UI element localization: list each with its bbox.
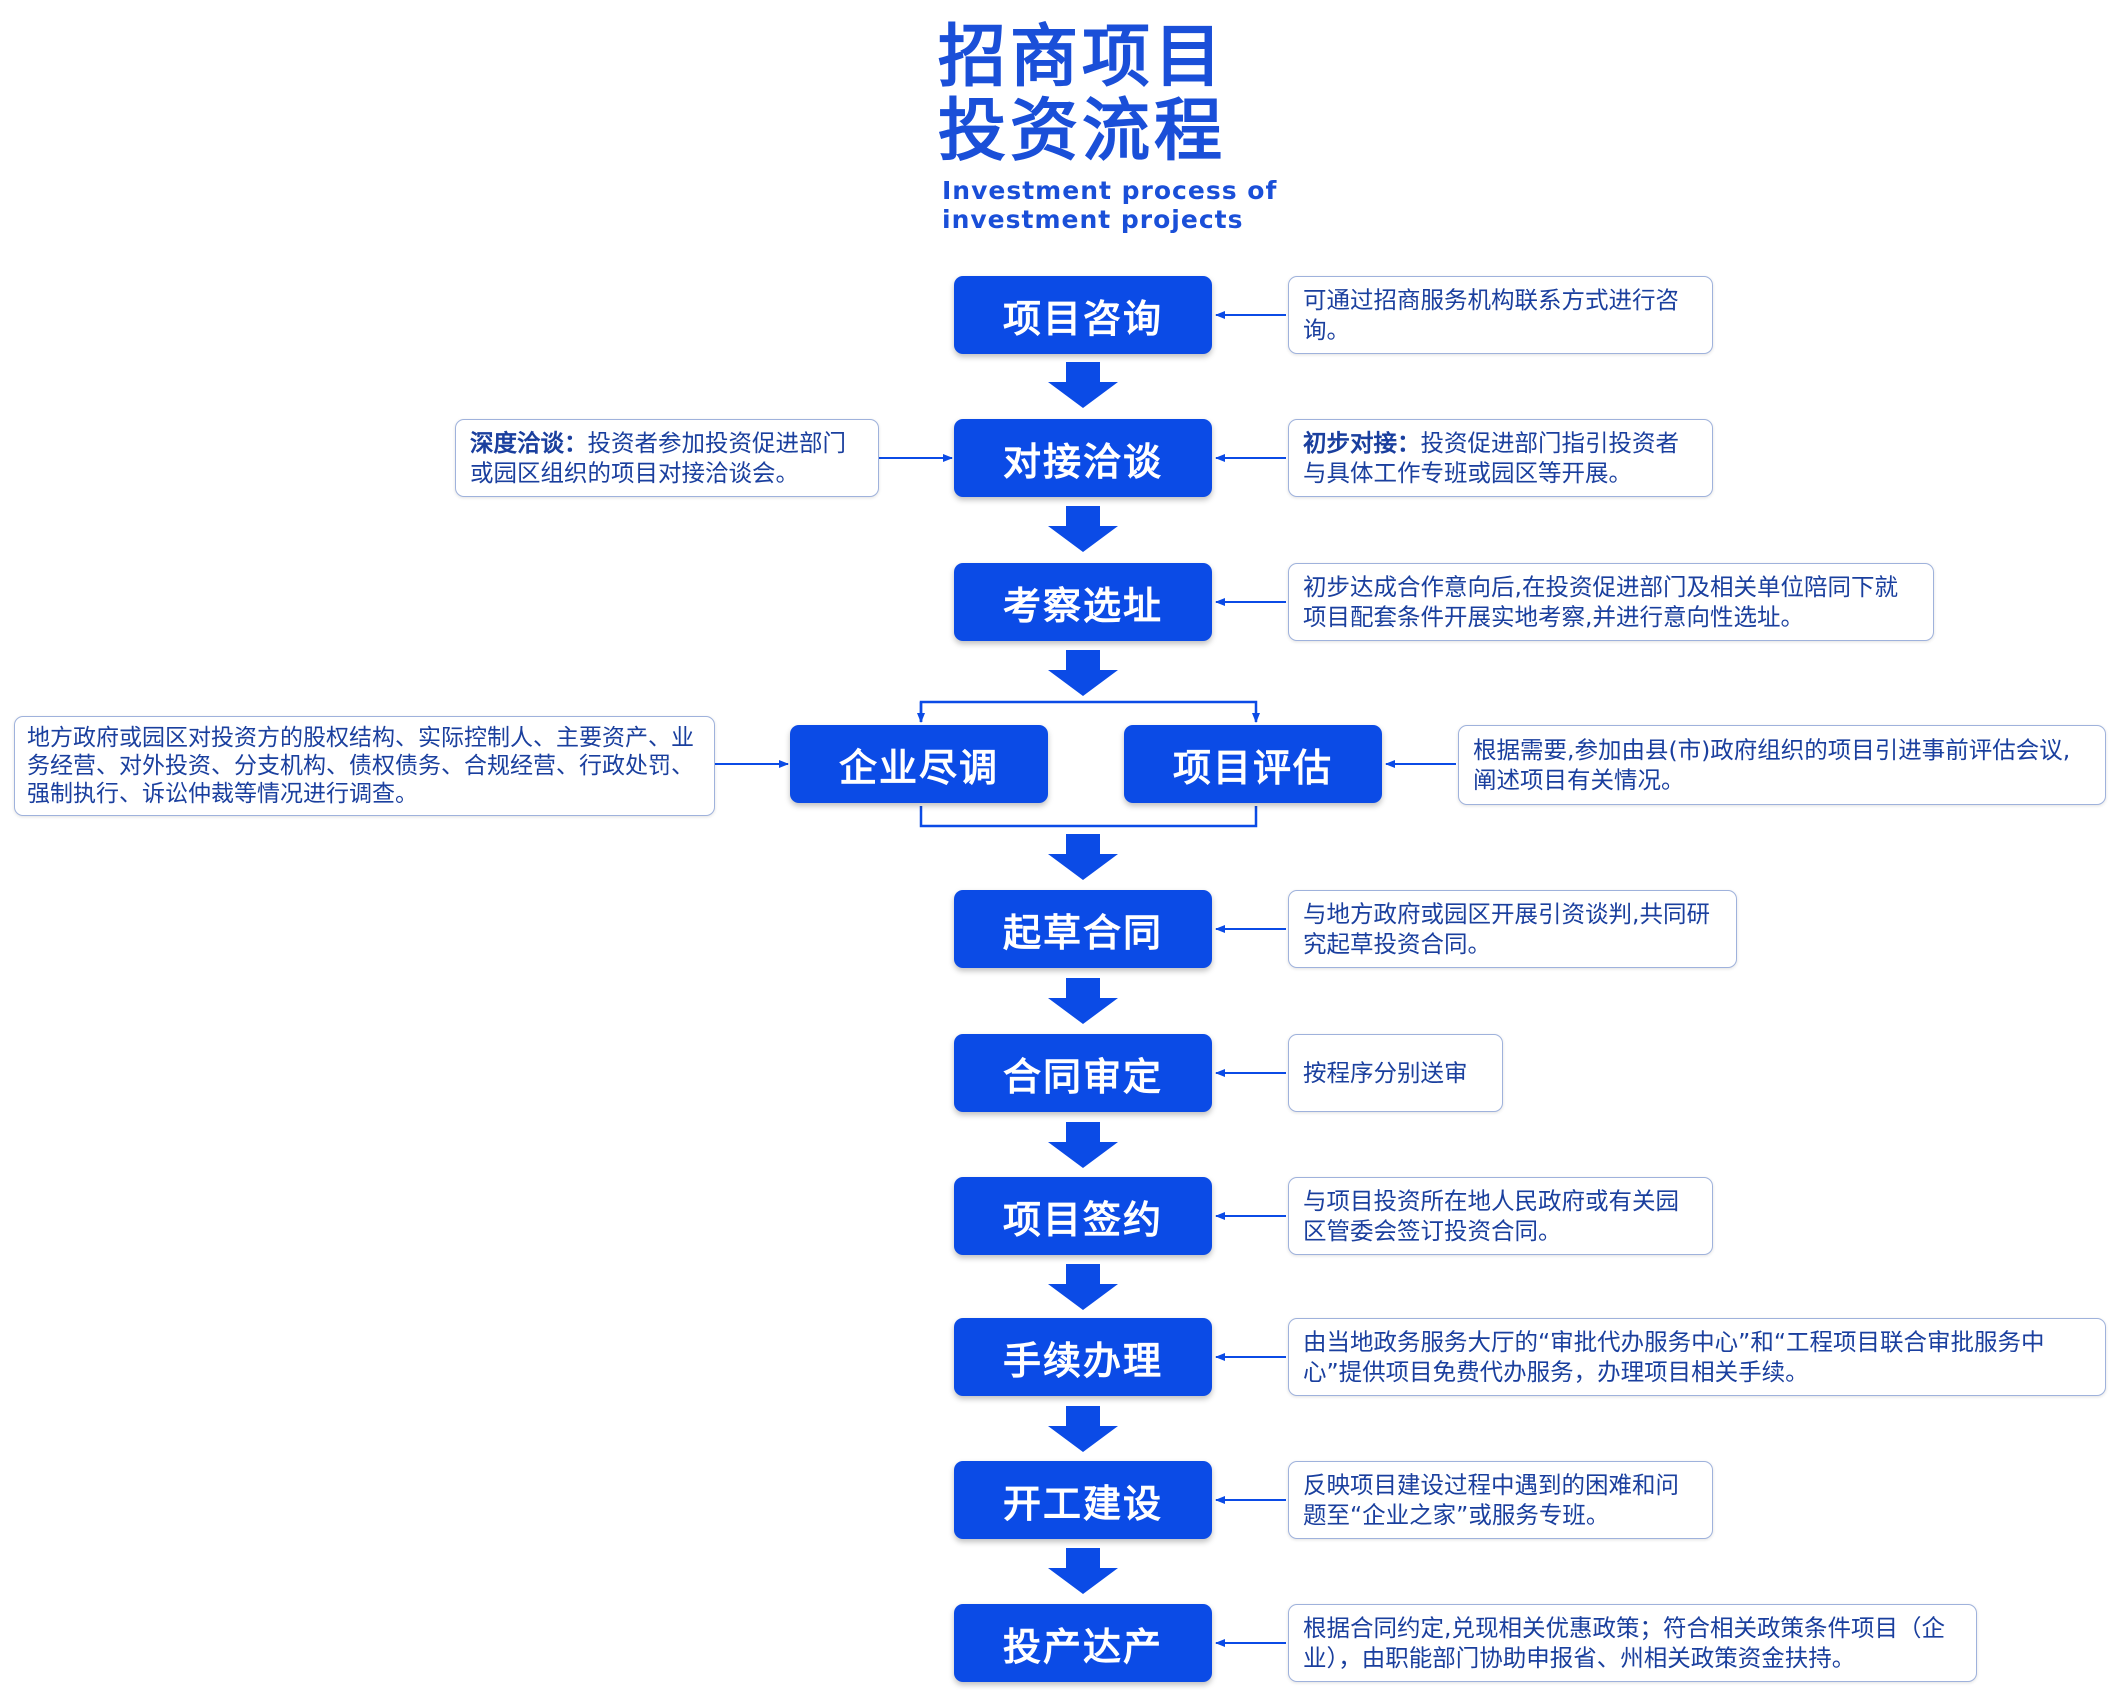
note-text: 按程序分别送审 [1303,1059,1468,1087]
step-construction: 开工建设 [954,1461,1212,1539]
note-due-diligence: 地方政府或园区对投资方的股权结构、实际控制人、主要资产、业务经营、对外投资、分支… [14,716,715,816]
note-text: 由当地政务服务大厅的“审批代办服务中心”和“工程项目联合审批服务中心”提供项目免… [1303,1328,2045,1386]
note-text: 根据合同约定,兑现相关优惠政策；符合相关政策条件项目（企业），由职能部门协助申报… [1303,1614,1945,1672]
note-body: 投资促进部门指引投资者与具体工作专班或园区等开展。 [1303,429,1679,487]
note-deep-negotiation: 深度洽谈：投资者参加投资促进部门或园区组织的项目对接洽谈会。 [455,419,879,497]
down-arrow [1048,362,1118,408]
note-text: 可通过招商服务机构联系方式进行咨询。 [1303,286,1679,344]
note-evaluate: 根据需要,参加由县(市)政府组织的项目引进事前评估会议,阐述项目有关情况。 [1458,725,2106,805]
down-arrow [1048,1548,1118,1594]
note-text: 反映项目建设过程中遇到的困难和问题至“企业之家”或服务专班。 [1303,1471,1679,1529]
subtitle-line-2: investment projects [942,205,1244,234]
note-body: 投资者参加投资促进部门或园区组织的项目对接洽谈会。 [470,429,846,487]
note-consult: 可通过招商服务机构联系方式进行咨询。 [1288,276,1713,354]
step-contract-review: 合同审定 [954,1034,1212,1112]
note-text: 与项目投资所在地人民政府或有关园区管委会签订投资合同。 [1303,1187,1679,1245]
split-bracket [917,700,1260,828]
note-text: 初步对接：投资促进部门指引投资者与具体工作专班或园区等开展。 [1303,428,1698,488]
note-contract-review: 按程序分别送审 [1288,1034,1503,1112]
note-text: 地方政府或园区对投资方的股权结构、实际控制人、主要资产、业务经营、对外投资、分支… [27,725,694,807]
note-connectors [715,311,1456,1647]
note-text: 与地方政府或园区开展引资谈判,共同研究起草投资合同。 [1303,900,1710,958]
down-arrow [1048,506,1118,552]
step-due-diligence: 企业尽调 [790,725,1048,803]
down-arrow [1048,650,1118,696]
title-line-2: 投资流程 [938,92,1227,171]
down-arrows [1048,362,1118,1594]
step-inspect: 考察选址 [954,563,1212,641]
subtitle-line-1: Investment process of [942,176,1278,205]
note-text: 深度洽谈：投资者参加投资促进部门或园区组织的项目对接洽谈会。 [470,428,864,488]
note-text: 根据需要,参加由县(市)政府组织的项目引进事前评估会议,阐述项目有关情况。 [1473,736,2071,794]
step-procedures: 手续办理 [954,1318,1212,1396]
note-construction: 反映项目建设过程中遇到的困难和问题至“企业之家”或服务专班。 [1288,1461,1713,1539]
note-project-signing: 与项目投资所在地人民政府或有关园区管委会签订投资合同。 [1288,1177,1713,1255]
note-procedures: 由当地政务服务大厅的“审批代办服务中心”和“工程项目联合审批服务中心”提供项目免… [1288,1318,2106,1396]
note-production: 根据合同约定,兑现相关优惠政策；符合相关政策条件项目（企业），由职能部门协助申报… [1288,1604,1977,1682]
step-draft-contract: 起草合同 [954,890,1212,968]
down-arrow [1048,834,1118,880]
note-initial-contact: 初步对接：投资促进部门指引投资者与具体工作专班或园区等开展。 [1288,419,1713,497]
down-arrow [1048,978,1118,1024]
step-project-signing: 项目签约 [954,1177,1212,1255]
note-draft-contract: 与地方政府或园区开展引资谈判,共同研究起草投资合同。 [1288,890,1737,968]
note-emphasis: 初步对接： [1303,429,1421,457]
down-arrow [1048,1122,1118,1168]
down-arrow [1048,1406,1118,1452]
step-production: 投产达产 [954,1604,1212,1682]
down-arrow [1048,1264,1118,1310]
note-emphasis: 深度洽谈： [470,429,588,457]
note-text: 初步达成合作意向后,在投资促进部门及相关单位陪同下就项目配套条件开展实地考察,并… [1303,573,1898,631]
note-inspect: 初步达成合作意向后,在投资促进部门及相关单位陪同下就项目配套条件开展实地考察,并… [1288,563,1934,641]
step-evaluate: 项目评估 [1124,725,1382,803]
step-consult: 项目咨询 [954,276,1212,354]
title-line-1: 招商项目 [938,18,1227,97]
step-negotiate: 对接洽谈 [954,419,1212,497]
